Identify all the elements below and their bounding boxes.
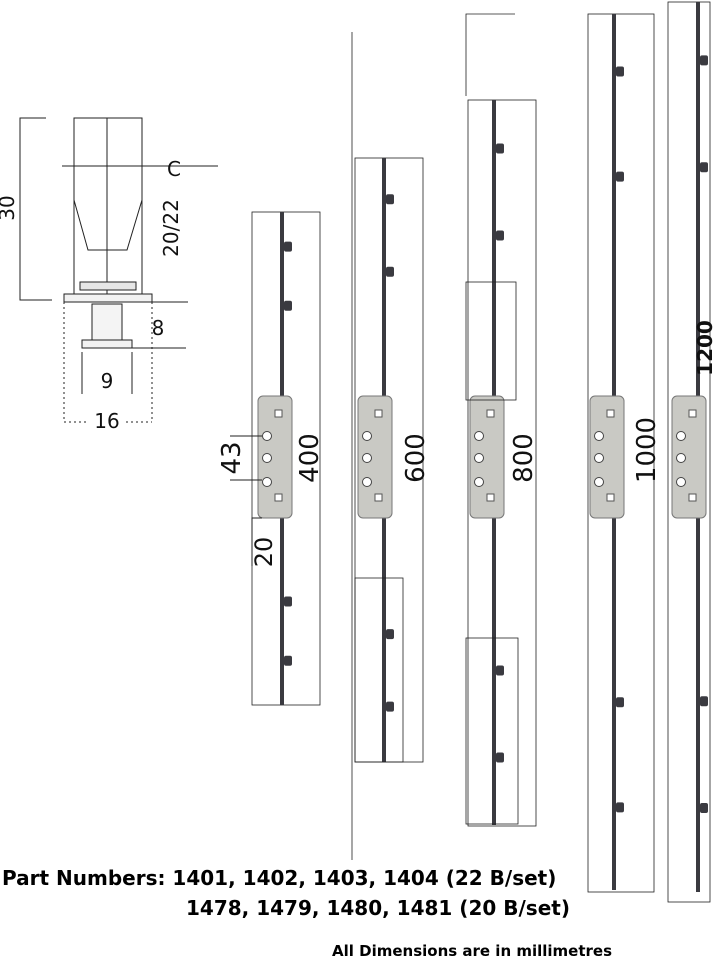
rod-frame-600-lower: [354, 577, 404, 763]
gearbox-1-hole-2: [262, 453, 272, 463]
rod-frame-1: [251, 211, 321, 706]
gearbox-1: [257, 395, 293, 519]
gearbox-3-hole-1: [474, 431, 484, 441]
gearbox-2-hole-1: [362, 431, 372, 441]
rod-3-cam-2: [496, 230, 504, 241]
rod-frame-3: [467, 99, 537, 827]
rod-2-cam-3: [386, 629, 394, 640]
dim-centre-mark: C: [167, 157, 181, 181]
dim-base-width: 16: [94, 409, 119, 433]
gearbox-4: [589, 395, 625, 519]
rod-5-cam-1: [700, 55, 708, 66]
gearbox-spacing-dims: [230, 435, 262, 566]
gearbox-5: [671, 395, 707, 519]
dim-pin-width: 9: [101, 369, 114, 393]
rod-2-cam-4: [386, 701, 394, 712]
dim-gearbox-spacing: 43: [217, 441, 247, 474]
rod-2-cam-1: [386, 194, 394, 205]
dim-gearbox-offset: 20: [250, 537, 278, 568]
cross-section-detail: [19, 117, 218, 423]
section-spring-stack: [79, 281, 137, 291]
section-flange: [63, 293, 153, 303]
gearbox-3-hole-2: [474, 453, 484, 463]
gearbox-5-square: [688, 409, 697, 418]
rod-frame-800-lower: [465, 637, 519, 825]
gearbox-3-square: [486, 409, 495, 418]
gearbox-4-hole-3: [594, 477, 604, 487]
gearbox-2-hole-2: [362, 453, 372, 463]
section-taper: [73, 199, 143, 251]
gearbox-4-hole-2: [594, 453, 604, 463]
gearbox-3-hole-3: [474, 477, 484, 487]
dim-backset: 20/22: [159, 199, 183, 257]
part-numbers-line-1: Part Numbers: 1401, 1402, 1403, 1404 (22…: [2, 866, 557, 890]
rod-4-cam-3: [616, 697, 624, 708]
gearbox-1-square: [274, 409, 283, 418]
part-numbers-line-2: 1478, 1479, 1480, 1481 (20 B/set): [186, 896, 570, 920]
gearbox-2: [357, 395, 393, 519]
dim-flange: 8: [152, 316, 165, 340]
section-pin-head: [81, 339, 133, 349]
rod-frame-4: [587, 13, 655, 893]
gearbox-3: [469, 395, 505, 519]
gearbox-5-hole-1: [676, 431, 686, 441]
rod-4-cam-2: [616, 171, 624, 182]
offset-dim-bracket: [251, 517, 262, 566]
gearbox-4-square: [606, 409, 615, 418]
rod-4-cam-1: [616, 66, 624, 77]
rod-3-cam-1: [496, 143, 504, 154]
gearbox-2-hole-3: [362, 477, 372, 487]
rod-5-cam-3: [700, 696, 708, 707]
rod-1-cam-1: [284, 241, 292, 252]
rod-3-cam-4: [496, 752, 504, 763]
rod-length-label-2: 600: [401, 433, 431, 483]
gearbox-3-square-lower: [486, 493, 495, 502]
section-pin: [91, 303, 123, 341]
rod-frame-800-top: [465, 13, 515, 96]
section-body-outline: [73, 117, 143, 297]
gearbox-4-square-lower: [606, 493, 615, 502]
rod-2-cam-2: [386, 266, 394, 277]
rod-frame-5: [667, 1, 711, 903]
rod-5-cam-2: [700, 162, 708, 173]
rod-5-cam-4: [700, 803, 708, 813]
rod-length-label-5: 1200: [693, 320, 717, 376]
rod-assemblies: 400 600 800 1000 1200: [251, 1, 717, 903]
rod-frame-800-mid: [465, 281, 517, 401]
units-note: All Dimensions are in millimetres: [332, 942, 613, 960]
rod-3-cam-3: [496, 665, 504, 676]
gearbox-1-hole-1: [262, 431, 272, 441]
gearbox-5-square-lower: [688, 493, 697, 502]
rod-1-cam-2: [284, 300, 292, 311]
gearbox-5-hole-2: [676, 453, 686, 463]
rod-1-cam-4: [284, 655, 292, 666]
gearbox-4-hole-1: [594, 431, 604, 441]
gearbox-2-square-lower: [374, 493, 383, 502]
height-dim-bracket: [19, 117, 52, 301]
rod-length-label-1: 400: [295, 433, 325, 483]
rod-1-cam-3: [284, 596, 292, 607]
dim-height-total: 30: [0, 195, 19, 220]
gearbox-5-hole-3: [676, 477, 686, 487]
gearbox-1-square-lower: [274, 493, 283, 502]
rod-length-label-4: 1000: [632, 417, 662, 483]
rod-4-cam-4: [616, 802, 624, 813]
rod-length-label-3: 800: [509, 433, 539, 483]
gearbox-1-hole-3: [262, 477, 272, 487]
gearbox-2-square: [374, 409, 383, 418]
